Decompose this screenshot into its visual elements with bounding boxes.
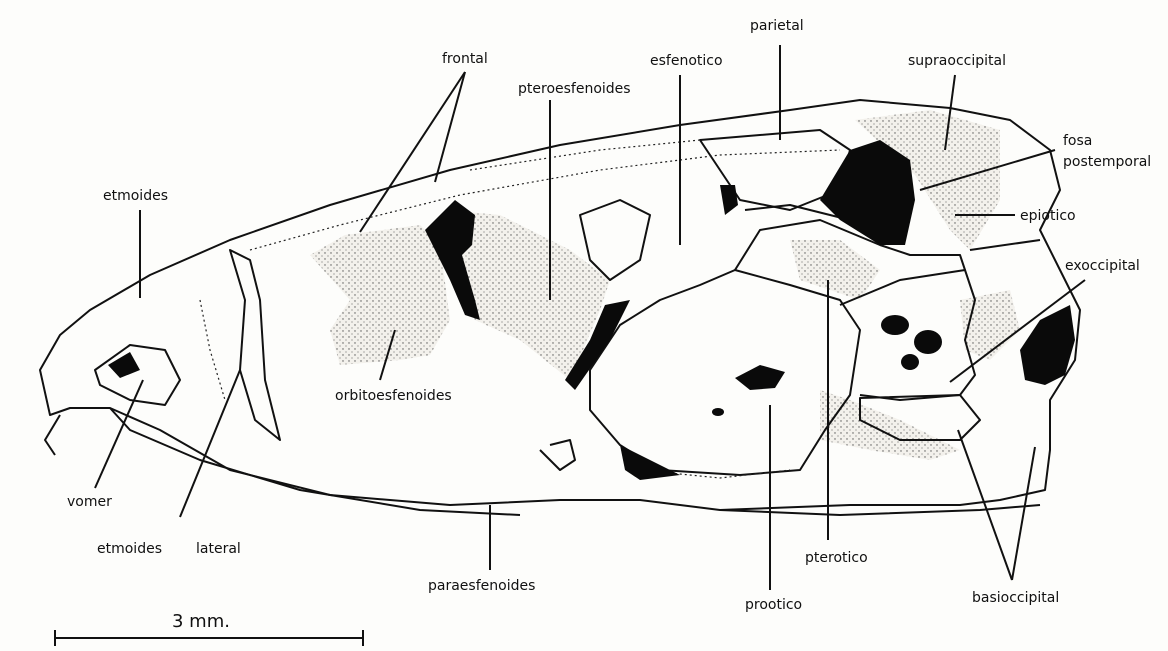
label-basioccipital: basioccipital bbox=[972, 590, 1059, 606]
label-epiotico: epiotico bbox=[1020, 208, 1076, 224]
scale-bar-label: 3 mm. bbox=[172, 611, 230, 632]
label-vomer: vomer bbox=[67, 494, 112, 510]
label-postemporal: postemporal bbox=[1063, 154, 1151, 170]
stippled-regions bbox=[310, 110, 1020, 460]
label-etmoides-lateral-1: etmoides bbox=[97, 541, 162, 557]
label-prootico: prootico bbox=[745, 597, 802, 613]
label-paraesfenoides: paraesfenoides bbox=[428, 578, 535, 594]
label-esfenotico: esfenotico bbox=[650, 53, 723, 69]
label-fosa: fosa bbox=[1063, 133, 1092, 149]
label-supraoccipital: supraoccipital bbox=[908, 53, 1006, 69]
label-etmoides-lateral-2: lateral bbox=[196, 541, 241, 557]
label-etmoides: etmoides bbox=[103, 188, 168, 204]
label-orbitoesfenoides: orbitoesfenoides bbox=[335, 388, 452, 404]
label-pteroesfenoides: pteroesfenoides bbox=[518, 81, 631, 97]
label-pterotico: pterotico bbox=[805, 550, 868, 566]
label-parietal: parietal bbox=[750, 18, 804, 34]
label-frontal: frontal bbox=[442, 51, 488, 67]
scale-bar: 3 mm. bbox=[55, 611, 363, 646]
label-exoccipital: exoccipital bbox=[1065, 258, 1140, 274]
